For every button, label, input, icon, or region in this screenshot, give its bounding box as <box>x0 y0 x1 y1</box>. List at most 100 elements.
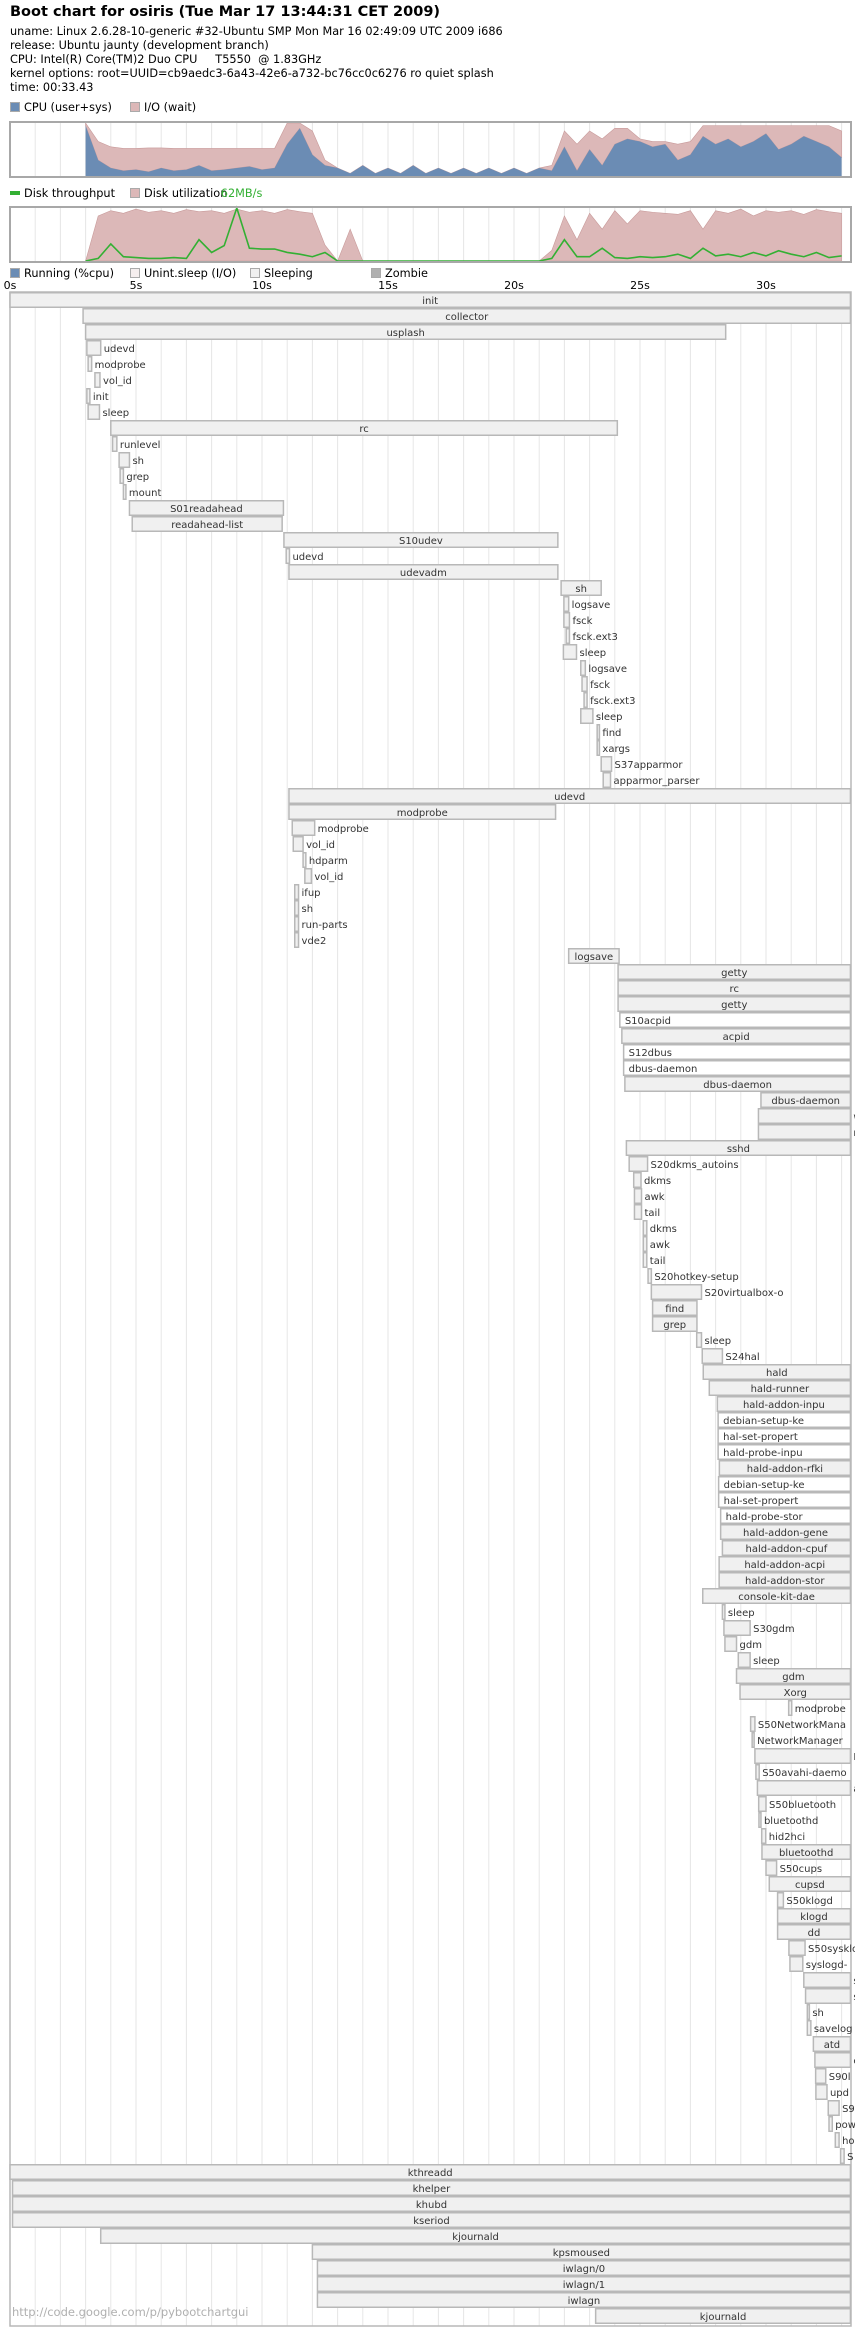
process-label: console-kit-dae <box>738 1592 815 1603</box>
process-bar <box>718 1572 852 1588</box>
process-bar <box>110 420 619 436</box>
process-label: fsck <box>590 680 610 691</box>
process-row: collector <box>82 308 852 324</box>
process-bar <box>617 980 852 996</box>
boot-time-info: time: 00:33.43 <box>10 81 94 94</box>
process-label: gdm <box>782 1672 804 1683</box>
process-label: grep <box>126 472 149 483</box>
process-bar <box>839 2148 845 2164</box>
process-row: find <box>596 724 621 740</box>
process-bar <box>814 2052 852 2068</box>
process-label: S12dbus <box>629 1048 672 1059</box>
process-label: s <box>853 1992 855 2003</box>
disk-chart-frame <box>9 206 852 263</box>
process-row: kseriod <box>11 2212 852 2228</box>
process-label: sh <box>132 456 144 467</box>
process-row: S37apparmor <box>600 756 684 772</box>
process-label: hdparm <box>309 856 348 867</box>
process-label: w <box>853 1112 855 1123</box>
process-bar <box>828 2116 834 2132</box>
process-label: khubd <box>416 2200 447 2211</box>
process-bar <box>757 1124 852 1140</box>
process-row: hald-addon-rfki <box>718 1460 852 1476</box>
process-label: hid2hci <box>769 1832 805 1843</box>
process-bar <box>622 1060 852 1076</box>
process-row: logsave <box>580 660 627 676</box>
process-row: iwlagn/0 <box>316 2260 852 2276</box>
process-row: sh <box>118 452 144 468</box>
process-label: S50sysklogd <box>808 1944 855 1955</box>
process-label: atd <box>824 2040 840 2051</box>
cpu-info: CPU: Intel(R) Core(TM)2 Duo CPU T5550 @ … <box>10 53 322 66</box>
tick-label: 20s <box>504 279 524 292</box>
process-label: ho <box>842 2136 854 2147</box>
process-row: vol_id <box>292 836 335 852</box>
process-bar <box>602 772 612 788</box>
process-row: rc <box>110 420 619 436</box>
process-row: debian-setup-ke <box>717 1476 852 1492</box>
process-row: kjournald <box>594 2308 852 2324</box>
process-label: modprobe <box>95 360 146 371</box>
process-bar <box>131 516 283 532</box>
process-row: hid2hci <box>760 1828 805 1844</box>
process-label: khelper <box>413 2184 452 2195</box>
process-bar <box>580 660 587 676</box>
max-throughput-label: 62MB/s <box>220 186 263 200</box>
process-label: sleep <box>728 1608 755 1619</box>
process-label: S10udev <box>399 536 443 547</box>
process-row: khelper <box>11 2180 852 2196</box>
process-bar <box>567 948 620 964</box>
process-row: udevd <box>285 548 324 564</box>
process-label: sleep <box>102 408 129 419</box>
legend-zombie-label: Zombie <box>385 266 428 280</box>
process-row: sleep <box>562 644 606 660</box>
process-bar <box>651 1316 698 1332</box>
process-bar <box>288 804 557 820</box>
process-label: hald-runner <box>751 1384 810 1395</box>
process-label: a <box>853 1784 855 1795</box>
process-label: udevd <box>554 792 585 803</box>
process-label: iwlagn/0 <box>563 2264 605 2275</box>
process-row: console-kit-dae <box>701 1588 852 1604</box>
process-label: hald-probe-stor <box>726 1512 804 1523</box>
process-bar <box>596 724 601 740</box>
process-label: syslogd- <box>806 1960 848 1971</box>
process-row: bluetoothd <box>761 1844 852 1860</box>
process-row: dbus-daemon <box>622 1060 852 1076</box>
process-bar <box>294 900 300 916</box>
legend-utilization: Disk utilization <box>130 186 227 200</box>
process-bar <box>642 1252 648 1268</box>
process-bar <box>718 1556 852 1572</box>
process-row: s <box>804 1988 855 2004</box>
legend-throughput: Disk throughput <box>10 186 115 200</box>
process-bar <box>768 1876 852 1892</box>
process-row: readahead-list <box>131 516 283 532</box>
process-bar <box>292 836 304 852</box>
process-row: acpid <box>621 1028 852 1044</box>
legend-io-label: I/O (wait) <box>144 100 197 114</box>
process-row: runlevel <box>111 436 160 452</box>
process-bar <box>721 1604 726 1620</box>
process-label: hald-addon-rfki <box>747 1464 823 1475</box>
process-row: upd <box>815 2084 849 2100</box>
process-label: getty <box>721 1000 747 1011</box>
process-row: klogd <box>776 1908 852 1924</box>
process-row: a <box>756 1780 855 1796</box>
process-row: getty <box>617 964 852 980</box>
process-bar <box>84 324 727 340</box>
process-row: S90l <box>814 2068 851 2084</box>
process-row: iwlagn <box>316 2292 852 2308</box>
process-label: S50bluetooth <box>769 1800 836 1811</box>
process-label: S37apparmor <box>615 760 684 771</box>
process-label: hald-probe-inpu <box>723 1448 802 1459</box>
process-row: c <box>814 2052 855 2068</box>
process-row: gdm <box>735 1668 852 1684</box>
process-label: pow <box>835 2120 855 2131</box>
process-bar <box>628 1156 649 1172</box>
process-row: sh <box>294 900 313 916</box>
process-label: fsck.ext3 <box>590 696 635 707</box>
process-label: bluetoothd <box>764 1816 818 1827</box>
process-label: upd <box>830 2088 849 2099</box>
process-bar <box>765 1860 778 1876</box>
